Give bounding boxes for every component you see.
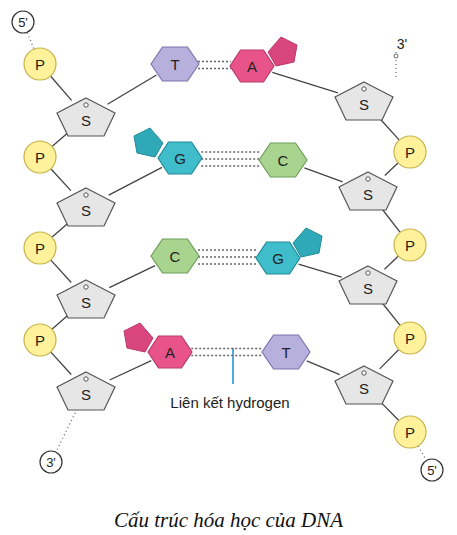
covalent-bond (109, 167, 162, 195)
sugar-pentagon: S (56, 187, 116, 227)
node-text: S (359, 381, 369, 396)
purine-ring (124, 323, 153, 352)
phosphate-circle: P (23, 323, 57, 357)
leader-line (232, 348, 234, 384)
sugar-pentagon: S (338, 265, 398, 305)
node-text: A (165, 345, 175, 360)
node-text: T (170, 57, 179, 72)
covalent-bond (109, 266, 155, 288)
node-text: G (272, 251, 284, 266)
node-text: 3' (46, 456, 56, 469)
covalent-bond (379, 118, 399, 140)
node-text: S (81, 113, 91, 128)
base-hexagon: T (261, 334, 311, 370)
hydrogen-bond (198, 250, 257, 264)
covalent-bond (51, 352, 71, 374)
phosphate-circle: P (23, 140, 57, 174)
base-hexagon: A (229, 49, 275, 83)
node-text: S (81, 203, 91, 218)
sugar-pentagon: S (334, 365, 394, 405)
phosphate-circle: P (393, 228, 427, 262)
node-text: P (405, 238, 415, 253)
base-hexagon: C (258, 142, 308, 178)
sugar-pentagon: S (56, 279, 116, 319)
covalent-bond (52, 132, 68, 146)
node-text: P (35, 333, 45, 348)
node-text: P (35, 241, 45, 256)
node-text: P (35, 57, 45, 72)
covalent-bond (381, 208, 400, 232)
covalent-bond (272, 72, 338, 93)
node-text: S (359, 97, 369, 112)
hydrogen-bond (201, 152, 260, 166)
node-text: C (278, 153, 289, 168)
phosphate-circle: P (23, 231, 57, 265)
covalent-bond (385, 256, 399, 269)
strand-end-label: 3' (397, 36, 407, 52)
phosphate-circle: P (393, 321, 427, 355)
strand-end-dot (394, 54, 398, 58)
sugar-pentagon: S (56, 97, 116, 137)
strand-end-circle: 3' (39, 450, 63, 474)
base-hexagon: G (255, 241, 301, 275)
covalent-bond (304, 168, 342, 182)
base-hexagon: G (157, 141, 203, 175)
strand-end-line (27, 33, 34, 49)
covalent-bond (51, 169, 71, 191)
hydrogen-bond (198, 62, 231, 69)
sugar-pentagon: S (56, 371, 116, 411)
covalent-bond (51, 76, 72, 100)
sugar-pentagon: S (338, 171, 398, 211)
node-text: 5' (427, 464, 437, 477)
covalent-bond (52, 314, 69, 329)
strand-end-circle: 5' (420, 458, 444, 482)
node-text: G (174, 151, 186, 166)
node-text: P (405, 145, 415, 160)
covalent-bond (307, 361, 340, 375)
covalent-bond (108, 75, 157, 104)
sugar-pentagon: S (334, 81, 394, 121)
node-text: 5' (18, 16, 28, 29)
hydrogen-bond (191, 349, 263, 356)
covalent-bond (110, 361, 152, 380)
phosphate-circle: P (393, 415, 427, 449)
node-text: C (170, 249, 181, 264)
covalent-bond (380, 350, 399, 369)
node-text: S (363, 281, 373, 296)
covalent-bond (382, 302, 400, 325)
covalent-bond (299, 264, 342, 277)
node-text: P (405, 331, 415, 346)
node-text: A (247, 59, 257, 74)
purine-ring (268, 37, 297, 66)
covalent-bond (385, 163, 398, 175)
node-text: P (35, 150, 45, 165)
strand-end-line (56, 409, 77, 452)
covalent-bond (52, 222, 69, 237)
strand-end-line (418, 446, 426, 460)
node-text: P (405, 425, 415, 440)
bond-label: Liên kết hydrogen (170, 394, 289, 411)
strand-end-circle: 5' (11, 10, 35, 34)
purine-ring (134, 128, 163, 157)
base-hexagon: T (150, 46, 200, 82)
covalent-bond (51, 260, 71, 282)
phosphate-circle: P (23, 47, 57, 81)
base-hexagon: A (147, 335, 193, 369)
node-text: S (81, 295, 91, 310)
phosphate-circle: P (393, 135, 427, 169)
node-text: S (363, 187, 373, 202)
node-text: T (281, 345, 290, 360)
purine-ring (293, 228, 322, 257)
base-hexagon: C (150, 238, 200, 274)
node-text: S (81, 387, 91, 402)
figure-caption: Cấu trúc hóa học của DNA (0, 508, 457, 533)
